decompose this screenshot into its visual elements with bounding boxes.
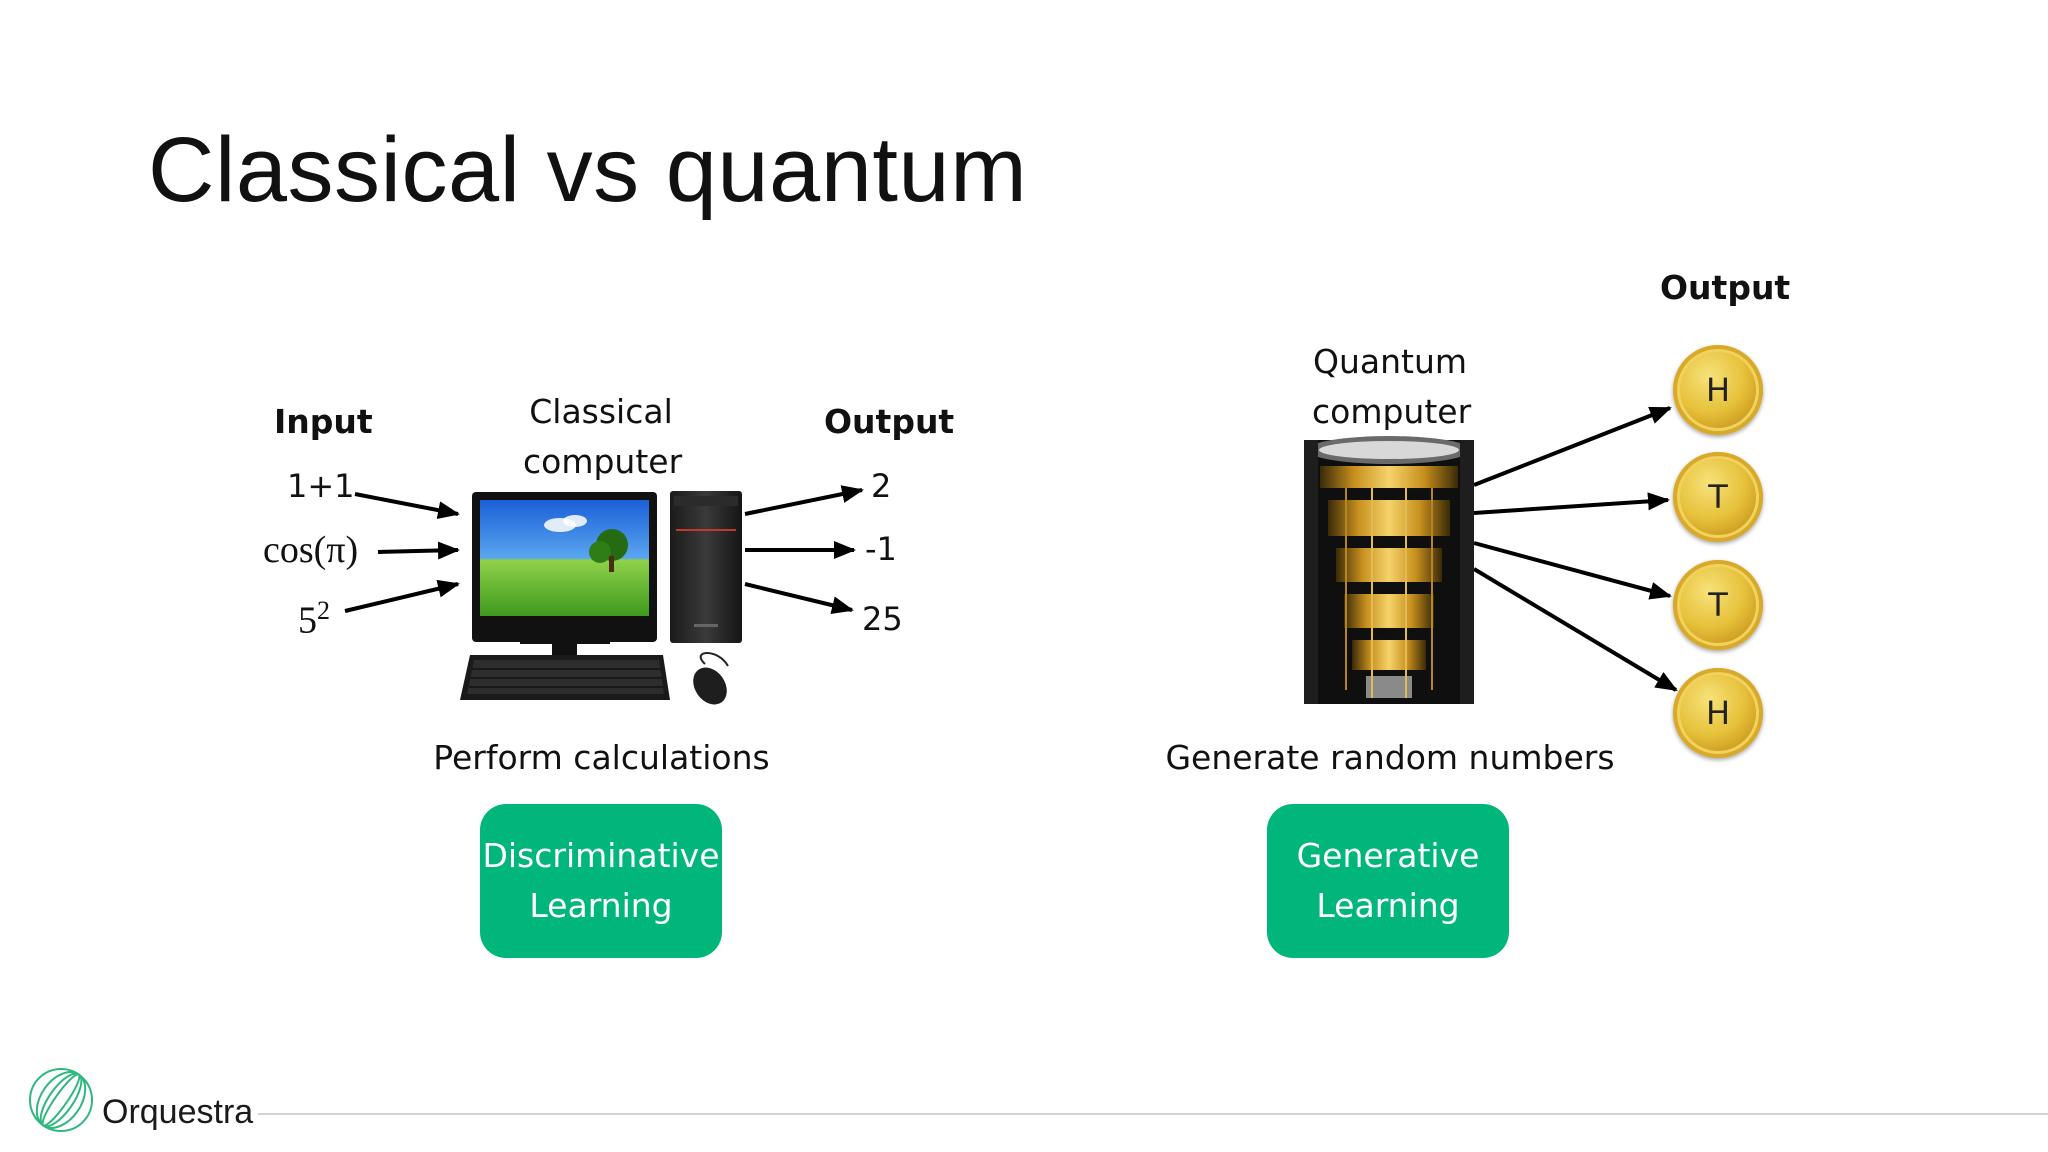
output-arrow-1	[744, 485, 864, 516]
orquestra-logo-icon	[29, 1068, 93, 1132]
output-arrow-3	[744, 582, 854, 615]
coin-heads-icon: H	[1673, 668, 1763, 758]
input-value-2: cos(π)	[263, 529, 359, 571]
coin-label-2: T	[1708, 478, 1728, 516]
coin-label-4: H	[1705, 694, 1731, 732]
discriminative-learning-line1: Discriminative	[482, 836, 720, 875]
quantum-computer-label-line1: Quantum	[1312, 342, 1468, 381]
discriminative-learning-line2: Learning	[529, 886, 673, 925]
slide-title: Classical vs quantum	[148, 119, 1028, 221]
input-arrow-2	[377, 541, 460, 560]
output-value-2: -1	[865, 530, 897, 568]
coin-tails-icon: T	[1673, 560, 1763, 650]
classical-computer-label-line2: computer	[523, 442, 683, 481]
quantum-arrow-h2	[1472, 567, 1678, 692]
input-arrow-1	[354, 492, 460, 520]
coin-tails-icon: T	[1673, 452, 1763, 542]
coin-heads-icon: H	[1673, 345, 1763, 435]
mouse-illustration	[693, 652, 729, 705]
input-value-3-base: 5	[298, 599, 317, 642]
input-value-3: 52	[298, 596, 330, 643]
tower-illustration	[670, 491, 742, 643]
generative-learning-line1: Generative	[1296, 836, 1480, 875]
quantum-caption: Generate random numbers	[1165, 738, 1615, 777]
input-value-3-exponent: 2	[317, 596, 330, 625]
keyboard-illustration	[460, 655, 670, 700]
generative-learning-button[interactable]: Generative Learning	[1267, 804, 1509, 958]
quantum-arrow-h1	[1473, 406, 1672, 487]
generative-learning-line2: Learning	[1316, 886, 1460, 925]
output-value-1: 2	[871, 467, 892, 505]
footer-divider	[258, 1113, 2048, 1115]
brand-name: Orquestra	[102, 1093, 254, 1131]
coin-label-3: T	[1708, 586, 1728, 624]
coin-label-1: H	[1705, 371, 1731, 409]
input-arrow-3	[344, 579, 460, 613]
quantum-computer-illustration	[1304, 436, 1474, 704]
quantum-computer-label-line2: computer	[1312, 392, 1472, 431]
classical-computer-label-line1: Classical	[529, 392, 673, 431]
input-header: Input	[274, 402, 373, 441]
input-value-1: 1+1	[287, 467, 355, 505]
classical-caption: Perform calculations	[433, 738, 770, 777]
quantum-output-header: Output	[1660, 268, 1791, 307]
monitor-illustration	[472, 492, 657, 656]
quantum-arrow-t2	[1473, 541, 1672, 600]
discriminative-learning-button[interactable]: Discriminative Learning	[480, 804, 722, 958]
output-value-3: 25	[862, 600, 903, 638]
quantum-arrow-t1	[1473, 492, 1670, 515]
classical-output-header: Output	[824, 402, 955, 441]
